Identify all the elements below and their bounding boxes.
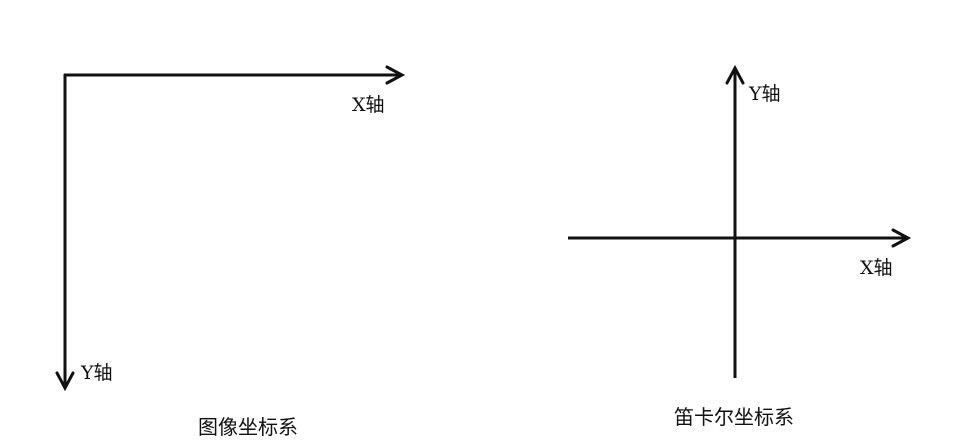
image-coordinate-system: X轴 Y轴 图像坐标系	[55, 65, 406, 439]
cartesian-x-axis-label: X轴	[860, 257, 893, 279]
image-y-axis-label: Y轴	[80, 362, 113, 384]
image-x-axis-label: X轴	[352, 94, 385, 116]
cartesian-coordinate-system: Y轴 X轴 笛卡尔坐标系	[568, 64, 912, 429]
cartesian-y-axis-arrowhead	[725, 64, 745, 85]
image-x-axis-arrowhead	[385, 65, 406, 85]
cartesian-coords-caption: 笛卡尔坐标系	[674, 405, 794, 429]
cartesian-x-axis-arrowhead	[891, 228, 912, 248]
image-coords-caption: 图像坐标系	[198, 415, 298, 439]
image-y-axis-arrowhead	[55, 371, 75, 392]
cartesian-y-axis-label: Y轴	[748, 83, 781, 105]
